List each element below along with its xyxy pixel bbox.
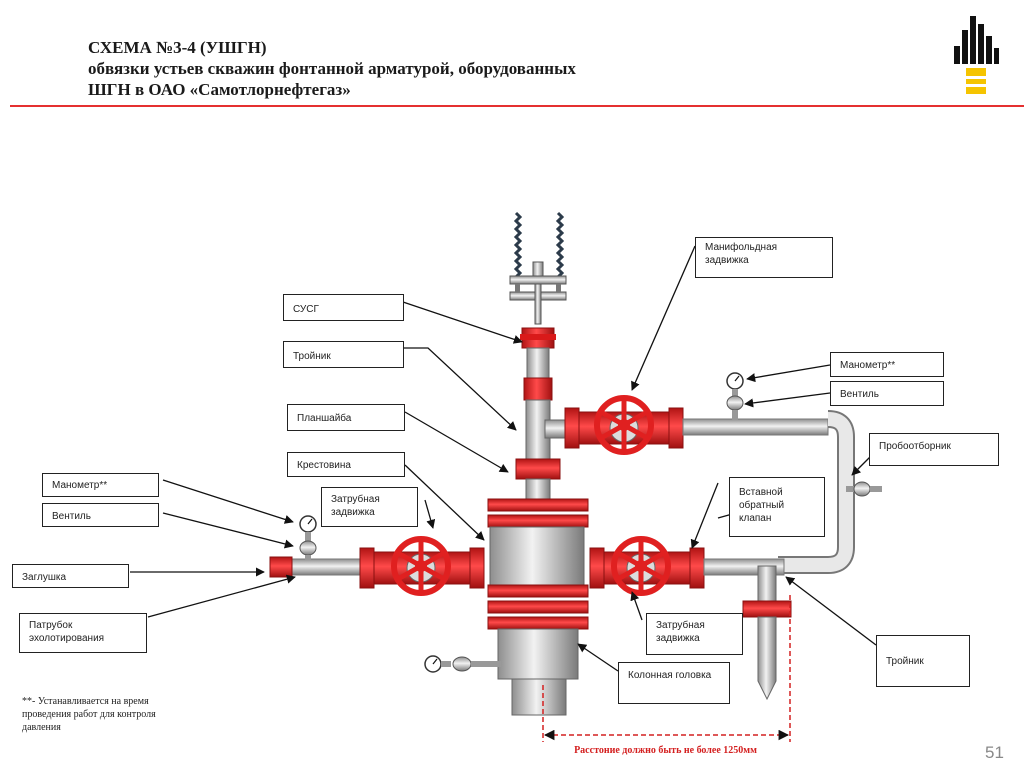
footnote: **- Устанавливается на время проведения …: [22, 696, 156, 733]
title-line-2: обвязки устьев скважин фонтанной арматур…: [88, 59, 576, 78]
label-annulus-valve-left: Затрубная задвижка: [321, 487, 418, 527]
polished-rod: [509, 211, 567, 325]
distance-note: Расстоние должно быть не более 1250мм: [574, 745, 757, 756]
pressure-gauge-left-icon: [299, 515, 317, 533]
bypass-pipe: [682, 410, 855, 574]
label-cross: Крестовина: [287, 452, 405, 477]
distance-dimension: [542, 595, 791, 742]
label-susg: СУСГ: [283, 294, 404, 321]
susg-body: [520, 327, 556, 379]
face-plate: [515, 458, 561, 480]
leader-arrows: [130, 245, 877, 672]
label-annulus-valve-right: Затрубная задвижка: [646, 613, 743, 655]
header-divider: [10, 105, 1024, 107]
label-plug: Заглушка: [12, 564, 129, 588]
label-gauge-left: Манометр**: [42, 473, 159, 497]
label-valve-left: Вентиль: [42, 503, 159, 527]
casing-head-body: [497, 628, 579, 680]
pressure-gauge-right-icon: [726, 372, 744, 390]
label-echo-nozzle: Патрубок эхолотирования: [19, 613, 147, 653]
cross-body: [487, 498, 589, 630]
label-tee-bottom: Тройник: [876, 635, 970, 687]
pressure-gauge-bottom-icon: [424, 655, 442, 673]
title-line-1: СХЕМА №3-4 (УШГН): [88, 38, 267, 57]
echo-nozzle-pipe: [289, 558, 363, 576]
label-tee-top: Тройник: [283, 341, 404, 368]
label-manifold-valve: Манифольдная задвижка: [695, 237, 833, 278]
title-line-3: ШГН в ОАО «Самотлорнефтегаз»: [88, 80, 351, 99]
label-casing-head: Колонная головка: [618, 662, 730, 704]
label-face-plate: Планшайба: [287, 404, 405, 431]
sampler-icon: [846, 481, 882, 497]
tee-top-collar: [523, 377, 553, 401]
tee-bottom-flange: [742, 600, 792, 618]
label-sampler: Пробоотборник: [869, 433, 999, 466]
label-gauge-right: Манометр**: [830, 352, 944, 377]
label-check-valve: Вставной обратный клапан: [729, 477, 825, 537]
tee-bottom-pipe: [757, 616, 777, 701]
page-number: 51: [985, 743, 1004, 762]
page-title: СХЕМА №3-4 (УШГН) обвязки устьев скважин…: [88, 37, 908, 100]
plug-cap: [269, 556, 293, 578]
company-logo-icon: [948, 8, 1004, 98]
label-valve-right: Вентиль: [830, 381, 944, 406]
